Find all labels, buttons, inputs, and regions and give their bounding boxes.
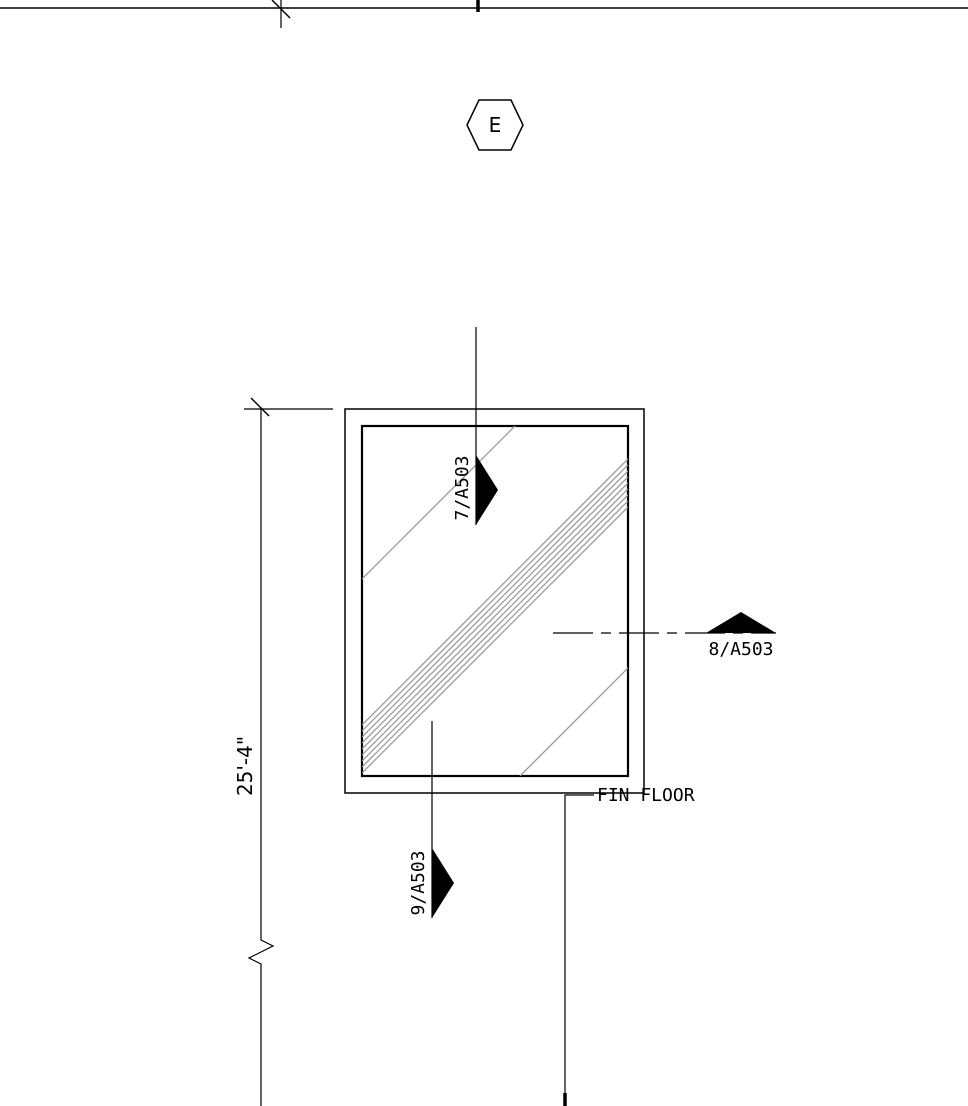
vertical-dimension[interactable] (244, 397, 333, 1106)
dimension-break-line (247, 409, 275, 1106)
dimension-label: 25'-4" (233, 736, 257, 796)
glass-hatch (362, 426, 628, 776)
grid-bubble-hexagon (466, 99, 524, 151)
top-reference-line (0, 0, 968, 28)
section-marker-lower[interactable]: 9/A503 (408, 721, 454, 918)
grid-bubble[interactable]: E (466, 99, 524, 151)
window-inner-frame (360, 424, 630, 778)
section-marker-label-lower: 9/A503 (408, 850, 429, 915)
section-marker-label-upper: 7/A503 (452, 455, 473, 520)
window-element[interactable] (344, 408, 645, 794)
section-marker-label-right: 8/A503 (708, 639, 773, 660)
level-marker-label: FIN FLOOR (597, 785, 695, 806)
grid-bubble-label: E (489, 113, 502, 137)
section-arrow-lower (432, 848, 454, 918)
section-arrow-upper (476, 455, 498, 525)
window-outer-frame (344, 408, 645, 794)
section-marker-right[interactable]: 8/A503 (553, 612, 776, 660)
dimension-tick-mark (250, 397, 270, 417)
section-marker-upper[interactable]: 7/A503 (452, 327, 498, 525)
level-marker[interactable]: FIN FLOOR (563, 785, 695, 1106)
section-arrow-right (706, 612, 776, 633)
